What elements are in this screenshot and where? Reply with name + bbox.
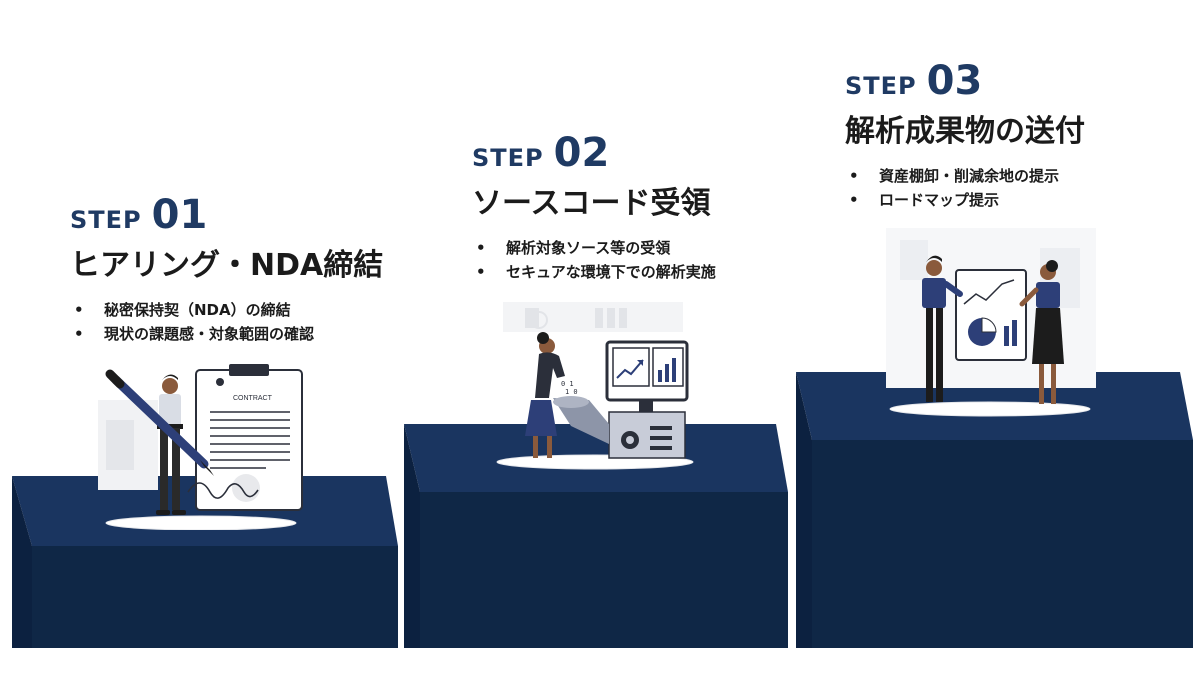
step-title: 解析成果物の送付 <box>845 114 1085 149</box>
step-bullets: 解析対象ソース等の受領 セキュアな環境下での解析実施 <box>472 236 716 284</box>
step-03: STEP 03 解析成果物の送付 資産棚卸・削減余地の提示 ロードマップ提示 <box>845 58 1085 212</box>
step-01: STEP 01 ヒアリング・NDA締結 秘密保持契（NDA）の締結 現状の課題感・… <box>70 192 383 346</box>
step-number: 02 <box>553 130 610 176</box>
contract-label: CONTRACT <box>233 395 273 402</box>
step-label: STEP 01 <box>70 192 383 238</box>
step-label: STEP 02 <box>472 130 716 176</box>
bullet-item: 現状の課題感・対象範囲の確認 <box>70 322 383 346</box>
svg-text:0 1: 0 1 <box>561 380 574 388</box>
bullet-item: 秘密保持契（NDA）の締結 <box>70 298 383 322</box>
step-word: STEP <box>845 72 917 100</box>
contract-signing-icon: CONTRACT <box>98 364 303 530</box>
step-title: ソースコード受領 <box>472 186 711 221</box>
code-analysis-icon: 0 1 1 0 <box>496 302 694 470</box>
step-title: ヒアリング・NDA締結 <box>70 248 384 283</box>
bullet-item: セキュアな環境下での解析実施 <box>472 260 716 284</box>
step-bullets: 秘密保持契（NDA）の締結 現状の課題感・対象範囲の確認 <box>70 298 383 346</box>
step-number: 03 <box>926 58 983 104</box>
presentation-icon <box>886 228 1096 417</box>
bullet-item: 解析対象ソース等の受領 <box>472 236 716 260</box>
step-02: STEP 02 ソースコード受領 解析対象ソース等の受領 セキュアな環境下での解析… <box>472 130 716 284</box>
step-word: STEP <box>70 206 142 234</box>
svg-text:1 0: 1 0 <box>565 388 578 396</box>
step-label: STEP 03 <box>845 58 1085 104</box>
bullet-item: 資産棚卸・削減余地の提示 <box>845 164 1085 188</box>
bullet-item: ロードマップ提示 <box>845 188 1085 212</box>
step-word: STEP <box>472 144 544 172</box>
step-number: 01 <box>151 192 208 238</box>
step-bullets: 資産棚卸・削減余地の提示 ロードマップ提示 <box>845 164 1085 212</box>
